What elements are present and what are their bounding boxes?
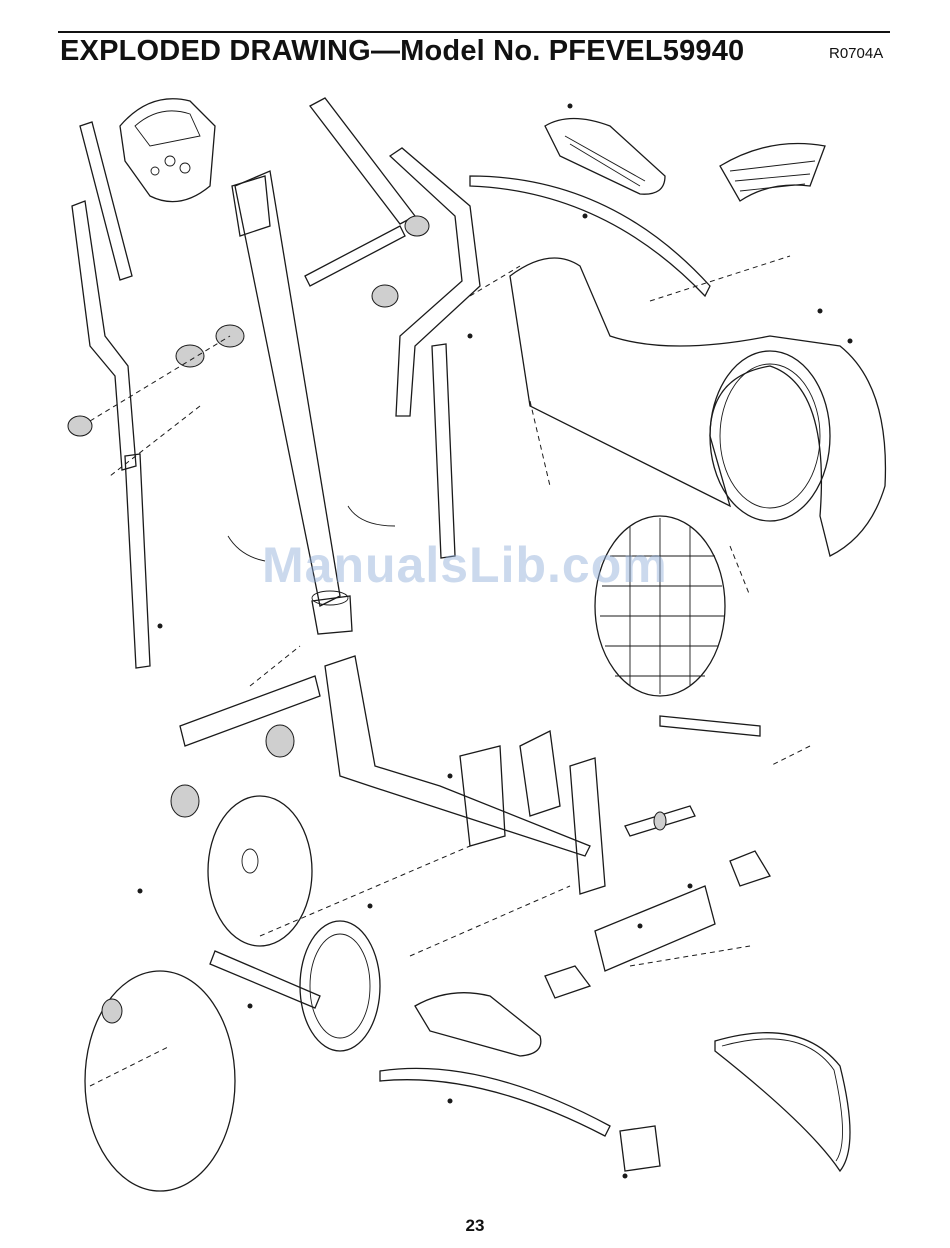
assembly-lines — [90, 256, 810, 1086]
rear-stabilizer — [210, 851, 770, 1008]
right-handlebar-tubes — [310, 98, 480, 558]
pivot-axle — [68, 216, 429, 436]
brake-bracket — [460, 731, 605, 894]
crank-axle — [625, 716, 760, 836]
flywheel — [85, 796, 380, 1191]
lower-pedal — [380, 993, 660, 1171]
drive-belt — [715, 1033, 850, 1171]
console-part — [120, 99, 215, 202]
upper-pedal-arm — [470, 176, 710, 296]
exploded-parts-drawing — [50, 86, 910, 1206]
base-frame — [171, 656, 590, 856]
header-rule — [58, 31, 890, 33]
left-upright-tubes — [72, 122, 150, 668]
frame-shroud — [510, 258, 885, 556]
page-title: EXPLODED DRAWING—Model No. PFEVEL59940 — [60, 35, 744, 68]
fasteners — [138, 104, 853, 1179]
upper-pedal — [545, 119, 665, 195]
watermark: ManualsLib.com — [262, 536, 668, 594]
grille-cover — [720, 144, 825, 202]
page-number: 23 — [0, 1216, 950, 1236]
drawing-code: R0704A — [829, 45, 883, 62]
